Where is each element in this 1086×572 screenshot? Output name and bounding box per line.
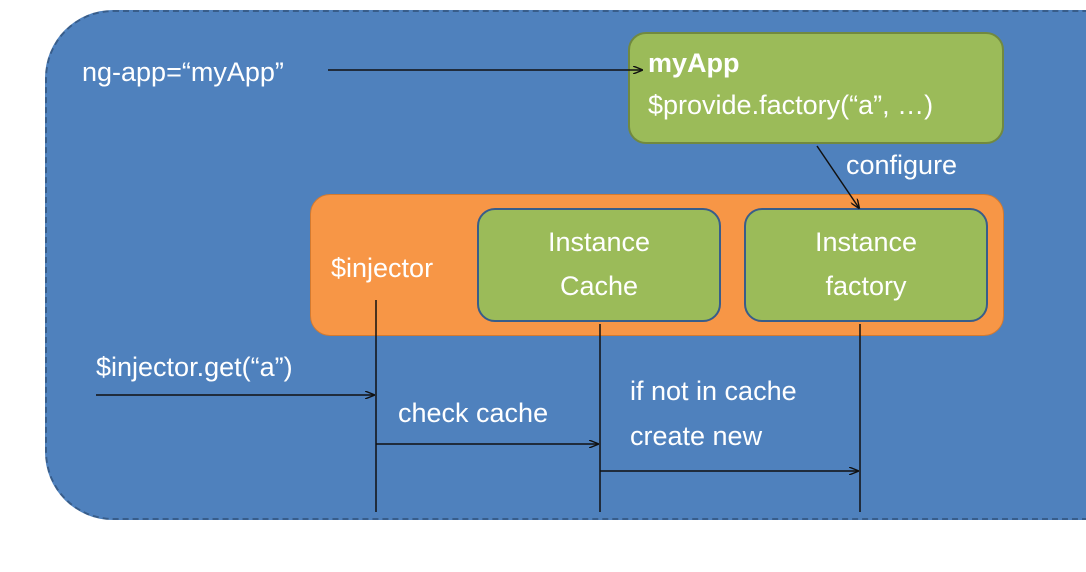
provide-factory-code: $provide.factory(“a”, …)	[648, 90, 934, 120]
instance-factory-line2: factory	[825, 271, 907, 301]
create-new-label: create new	[630, 421, 763, 451]
if-not-in-cache-label: if not in cache	[630, 376, 797, 406]
instance-cache-line2: Cache	[559, 271, 639, 301]
injector-box: $injector Instance Cache Instance factor…	[310, 194, 1004, 336]
configure-arrow	[816, 145, 859, 208]
myapp-module-box: myApp $provide.factory(“a”, …)	[628, 32, 1004, 144]
myapp-title: myApp	[648, 48, 740, 78]
check-cache-label: check cache	[398, 398, 549, 428]
injector-label: $injector	[331, 253, 434, 283]
instance-factory-line1: Instance	[814, 227, 918, 258]
instance-cache-box: Instance Cache	[477, 208, 721, 322]
configure-label: configure	[846, 150, 958, 180]
injector-get-label: $injector.get(“a”)	[96, 352, 293, 382]
ng-app-label: ng-app=“myApp”	[82, 57, 284, 87]
instance-factory-box: Instance factory	[744, 208, 988, 322]
instance-cache-line1: Instance	[547, 227, 651, 258]
